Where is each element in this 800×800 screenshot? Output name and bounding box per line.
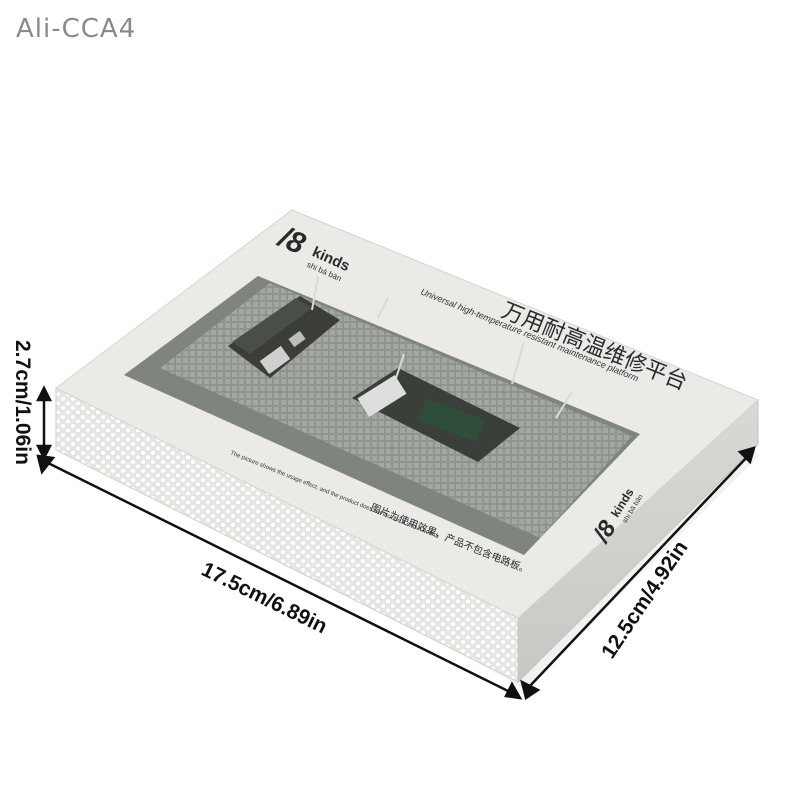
watermark: Ali-CCA4	[16, 14, 137, 44]
dimension-arrows	[35, 385, 756, 701]
mat-pins	[311, 275, 573, 419]
box-right-side	[518, 400, 758, 682]
circuit-board-right	[352, 368, 520, 462]
box-front-side	[56, 388, 518, 682]
height-label: 2.7cm/1.06in	[11, 340, 34, 465]
circuit-board-left	[228, 296, 340, 378]
box-shadow	[60, 405, 760, 690]
